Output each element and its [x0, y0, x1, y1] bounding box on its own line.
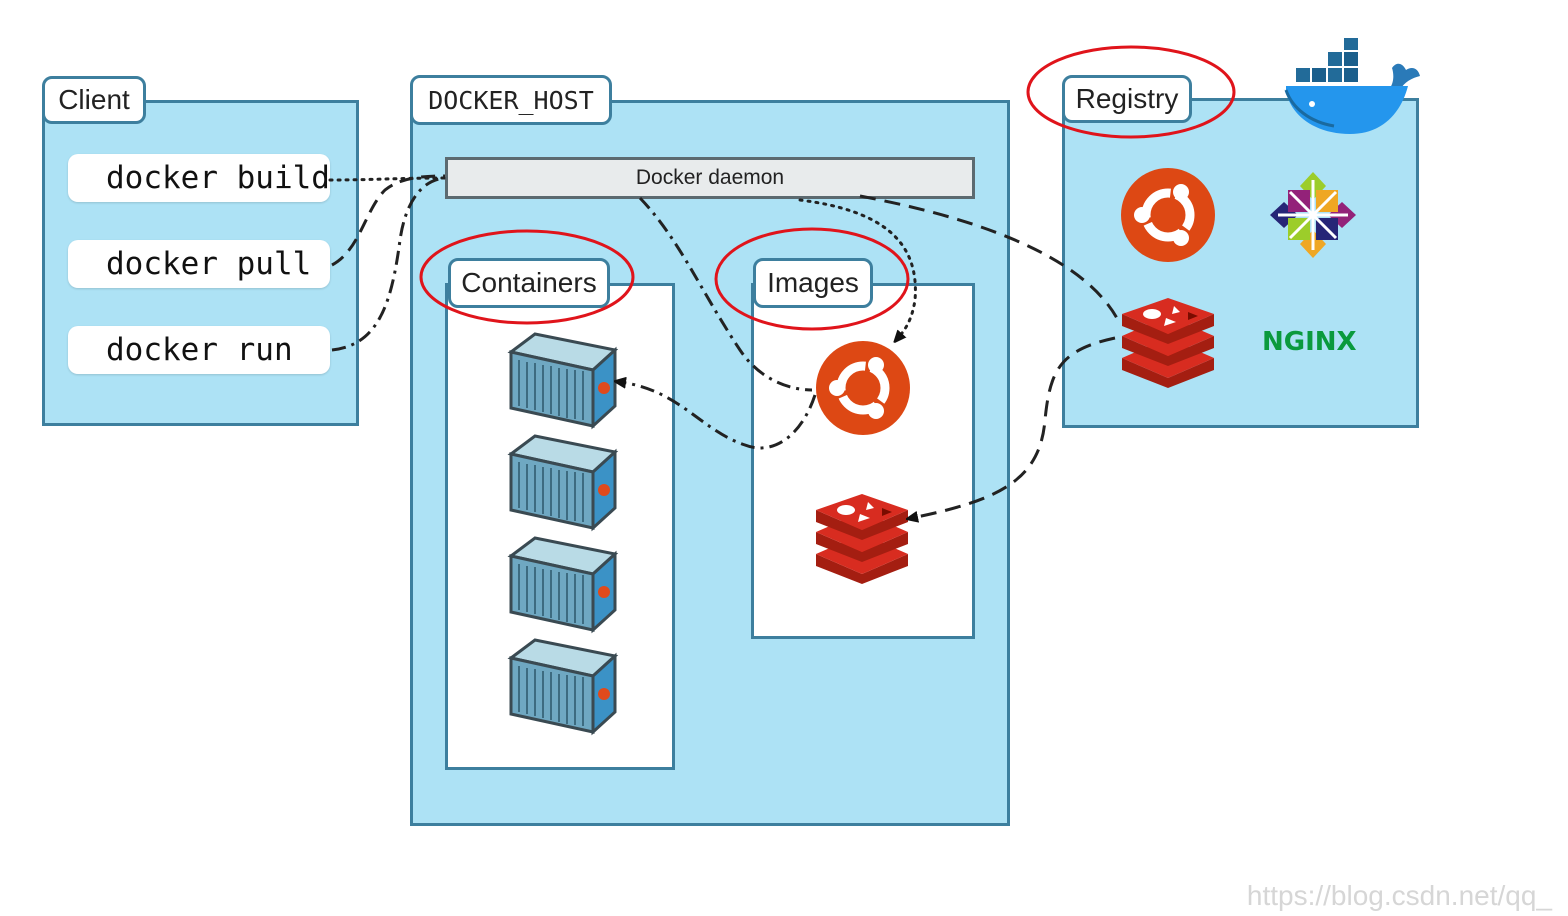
pull-connector — [331, 174, 446, 267]
docker-run-command[interactable]: docker run — [68, 326, 330, 374]
run-connector — [331, 176, 446, 352]
registry-to-redis-image — [912, 336, 1116, 518]
docker-build-command[interactable]: docker build — [68, 154, 330, 202]
containers-highlight-ellipse — [419, 229, 635, 325]
images-highlight-ellipse — [714, 227, 910, 331]
registry-panel — [1062, 98, 1419, 428]
images-title: Images — [753, 258, 873, 308]
container-icon — [507, 434, 619, 532]
daemon-to-registry — [859, 194, 1120, 321]
registry-highlight-ellipse — [1026, 45, 1236, 139]
redis-image-icon — [816, 494, 908, 584]
container-icon — [507, 332, 619, 430]
container-icon — [507, 536, 619, 634]
docker-host-title: DOCKER_HOST — [410, 75, 612, 125]
centos-logo-icon — [1270, 172, 1356, 258]
daemon-to-ubuntu-image — [798, 198, 917, 338]
redis-logo-icon — [1122, 298, 1214, 388]
build-connector — [328, 176, 447, 182]
watermark-text: https://blog.csdn.net/qq_ — [1246, 880, 1552, 911]
registry-title: Registry — [1062, 75, 1192, 123]
nginx-logo: NGINX — [1262, 327, 1357, 357]
container-icon — [507, 638, 619, 736]
docker-daemon-bar[interactable]: Docker daemon — [445, 157, 975, 199]
containers-title: Containers — [448, 258, 610, 308]
ubuntu-image-icon — [816, 341, 910, 435]
docker-whale-icon — [1282, 38, 1420, 134]
daemon-to-image-run — [638, 196, 813, 392]
client-title: Client — [42, 76, 146, 124]
docker-pull-command[interactable]: docker pull — [68, 240, 330, 288]
image-to-container — [620, 382, 817, 450]
ubuntu-logo-icon — [1121, 168, 1215, 262]
